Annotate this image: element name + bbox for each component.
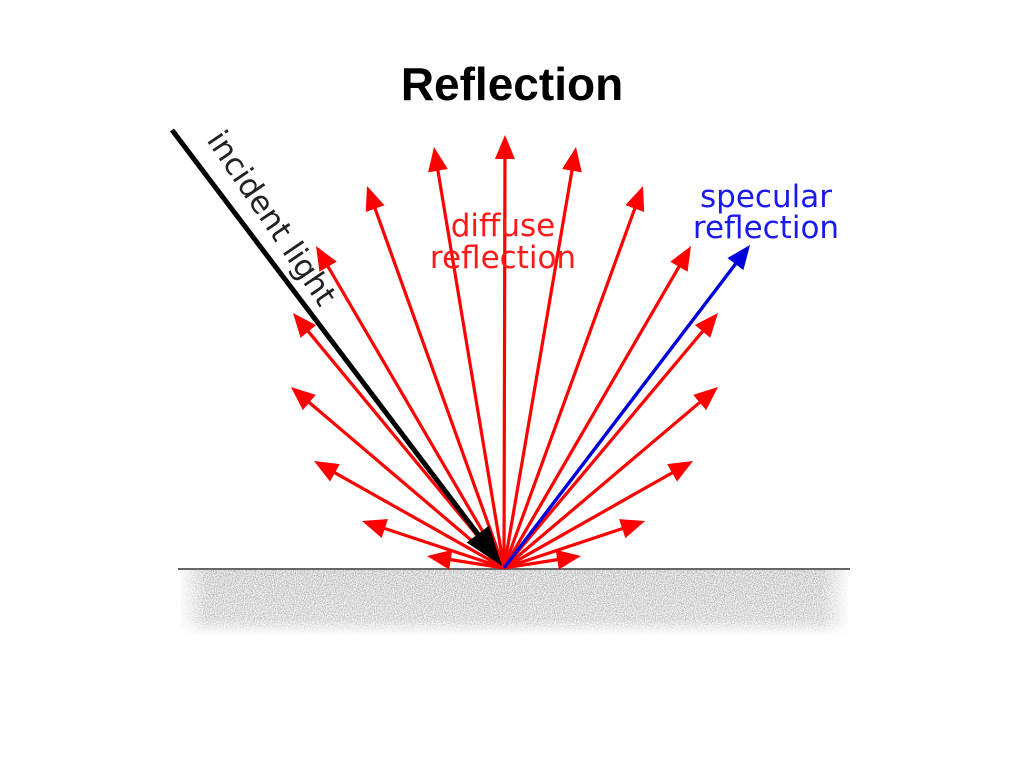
specular-label-line2: reflection <box>693 210 839 246</box>
diffuse-label-line2: reflection <box>430 240 576 276</box>
diffuse-ray-arrow <box>428 147 506 569</box>
slide-title: Reflection <box>400 58 624 110</box>
diffuse-rays <box>291 135 718 570</box>
diffuse-ray-arrow <box>502 147 582 569</box>
diffuse-ray-arrow <box>503 519 645 570</box>
specular-ray-arrow <box>502 245 750 570</box>
specular-ray <box>502 245 750 570</box>
incident-ray <box>170 128 502 566</box>
diffuse-ray-arrow <box>502 387 718 570</box>
diffuse-ray-arrow <box>502 246 691 569</box>
diffuse-ray-arrow <box>503 461 693 570</box>
rough-surface <box>178 568 850 636</box>
specular-label-line1: specular <box>700 179 832 215</box>
diffuse-label-line1: diffuse <box>451 208 556 244</box>
diffuse-ray-arrow <box>502 186 645 569</box>
diffuse-ray-arrow <box>494 135 515 569</box>
diffuse-ray-arrow <box>427 549 505 570</box>
diffuse-ray-arrow <box>365 186 506 569</box>
diffuse-ray-arrow <box>503 549 581 570</box>
incident-light-label: incident light <box>199 124 343 312</box>
diffuse-ray-arrow <box>502 313 718 570</box>
diffuse-ray-arrow <box>314 461 505 570</box>
diffuse-ray-arrow <box>316 246 506 569</box>
incident-ray-arrow <box>170 128 502 566</box>
diffuse-ray-arrow <box>362 519 505 570</box>
